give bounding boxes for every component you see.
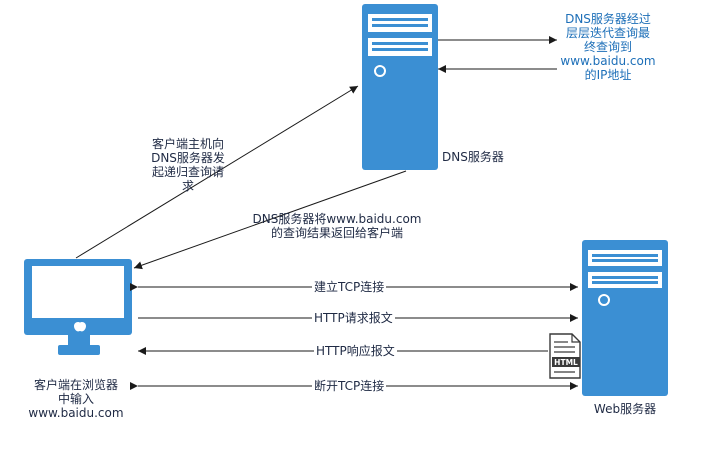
client-computer-icon: [24, 259, 132, 355]
client-label-line: 客户端在浏览器: [33, 378, 118, 392]
flow-label-http-response: HTTP响应报文: [314, 344, 397, 358]
html-doc-label: HTML: [554, 358, 578, 367]
arrow-dns-to-client: [133, 170, 407, 270]
note-line: 的查询结果返回给客户端: [270, 226, 403, 240]
recursive-query-note: 客户端主机向 DNS服务器发 起递归查询请 求: [136, 137, 240, 193]
arrow-client-to-dns: [75, 85, 359, 259]
note-line: 客户端主机向: [151, 137, 224, 151]
note-line: www.baidu.com: [560, 54, 656, 68]
web-server-icon: [582, 240, 668, 396]
note-line: DNS服务器将www.baidu.com: [252, 212, 422, 226]
html-document-icon: HTML: [549, 333, 581, 379]
client-label: 客户端在浏览器 中输入 www.baidu.com: [16, 378, 136, 420]
dns-reply-note: DNS服务器将www.baidu.com 的查询结果返回给客户端: [232, 212, 442, 240]
note-line: 求: [181, 179, 194, 193]
flow-label-tcp-disconnect: 断开TCP连接: [312, 379, 387, 393]
dns-server-label: DNS服务器: [442, 150, 504, 164]
client-label-line: www.baidu.com: [28, 406, 124, 420]
note-line: 的IP地址: [584, 68, 632, 82]
apple-logo-icon: [74, 322, 86, 332]
client-label-line: 中输入: [57, 392, 94, 406]
dns-server-icon: [362, 4, 438, 170]
iterative-query-note: DNS服务器经过 层层迭代查询最 终查询到 www.baidu.com 的IP地…: [548, 12, 668, 82]
note-line: 层层迭代查询最: [565, 26, 650, 40]
flow-label-tcp-connect: 建立TCP连接: [312, 280, 387, 294]
note-line: 起递归查询请: [151, 165, 224, 179]
flow-label-http-request: HTTP请求报文: [312, 311, 395, 325]
note-line: DNS服务器发: [151, 151, 225, 165]
web-server-label: Web服务器: [593, 402, 657, 416]
note-line: 终查询到: [583, 40, 632, 54]
note-line: DNS服务器经过: [565, 12, 651, 26]
